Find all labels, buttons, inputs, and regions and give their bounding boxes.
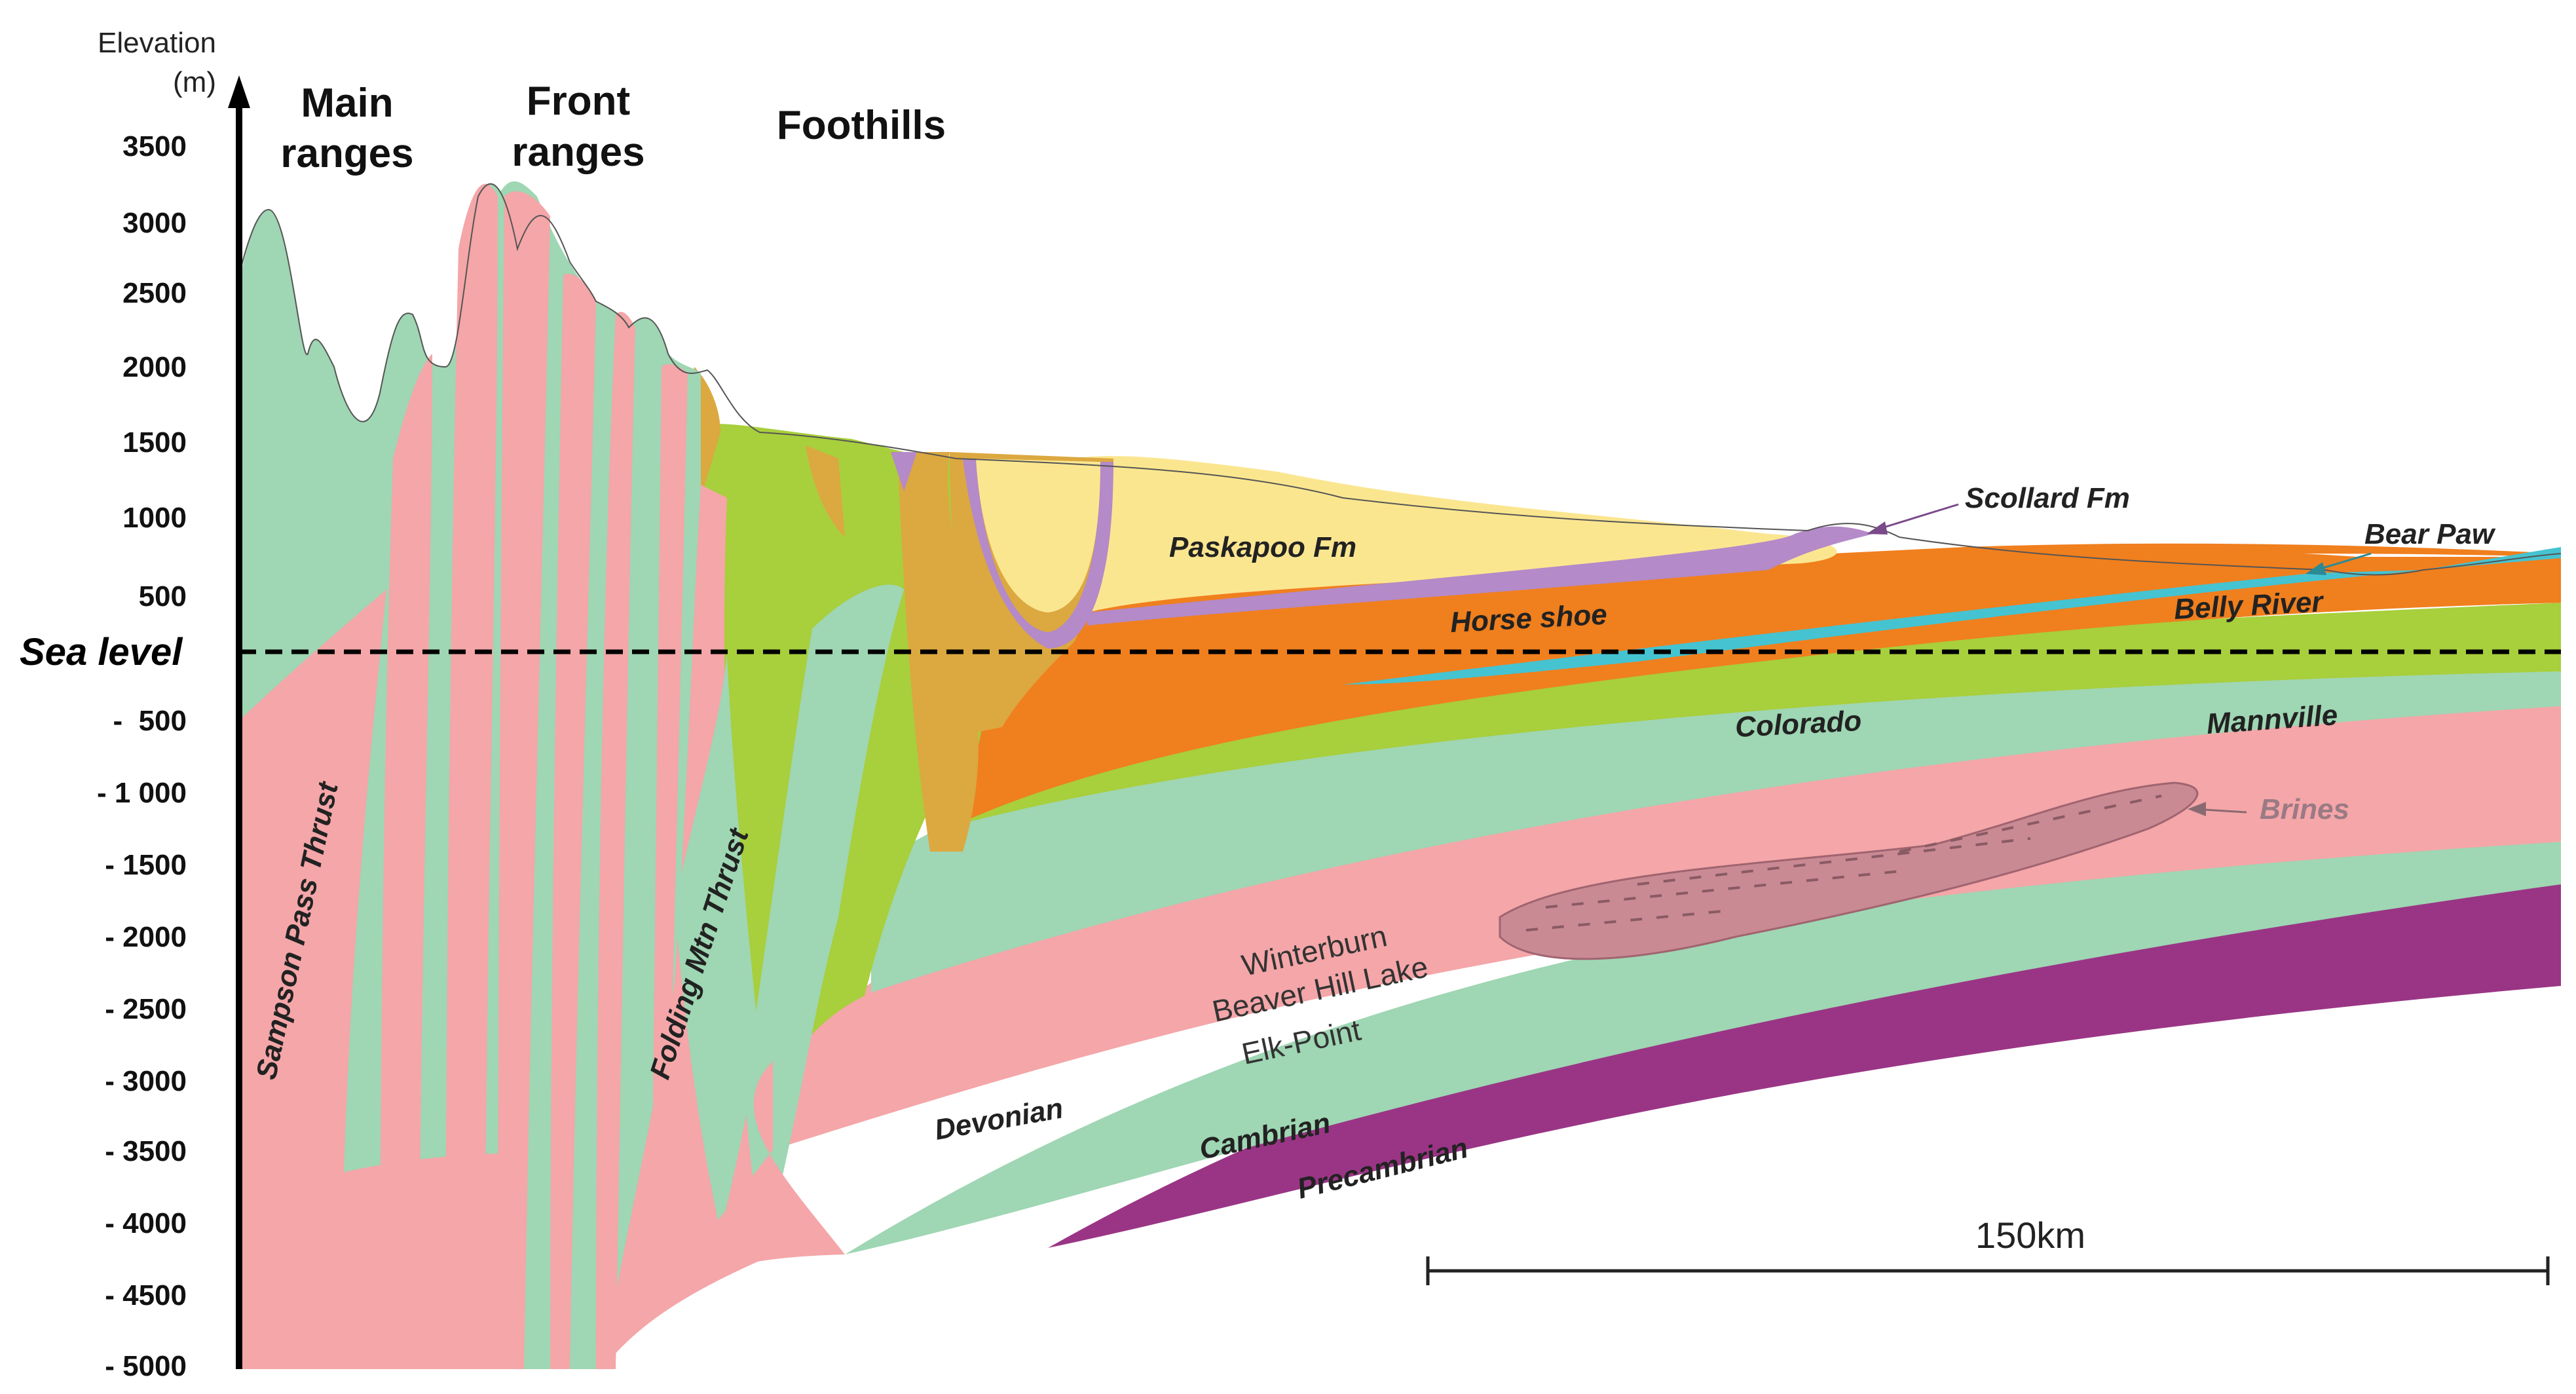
main-range-pink-2 (380, 354, 432, 1369)
plains-strata (773, 456, 2561, 1254)
foothills-syncline-yellow (976, 459, 1100, 612)
western-deep-pink (239, 1153, 524, 1369)
mannville-layer (871, 671, 2561, 992)
topographic-surface (238, 183, 2562, 576)
scale-bar-label: 150km (1975, 1215, 2085, 1256)
front-ranges-label-line2: ranges (512, 130, 644, 175)
region-labels: Main ranges Front ranges Foothills (280, 79, 946, 176)
bear-paw-leader-arrow (2305, 562, 2326, 575)
front-range-block (498, 181, 701, 1369)
paskapoo-label: Paskapoo Fm (1169, 531, 1356, 563)
tick-label: 1500 (122, 426, 187, 459)
axis-title: Elevation (98, 27, 216, 59)
main-ranges-label-line2: ranges (280, 131, 413, 176)
belly-river-label: Belly River (2173, 586, 2326, 626)
devonian-label: Devonian (932, 1092, 1066, 1146)
foothills-label: Foothills (777, 103, 946, 148)
brines-hatching (1525, 795, 2162, 932)
scollard-leader (1873, 503, 1959, 532)
scale-bar: 150km (1426, 1215, 2550, 1285)
tick-label: 500 (139, 580, 187, 612)
foothills-ochre-mid (806, 445, 845, 537)
tick-label: 1000 (122, 502, 187, 534)
foothills-lilac-small (891, 452, 917, 491)
main-range-pink-1 (239, 590, 386, 1369)
scollard-leader-arrow (1867, 521, 1888, 535)
elevation-axis-arrow (228, 75, 250, 108)
colorado-label: Colorado (1734, 705, 1862, 744)
tick-label: - 2000 (105, 921, 187, 953)
ticks-above-sea-level: 3500 3000 2500 2000 1500 1000 500 (122, 130, 187, 612)
tick-label: - 2500 (105, 993, 187, 1025)
colorado-layer (943, 603, 2561, 829)
tick-label: - 3500 (105, 1135, 187, 1167)
tick-label: - 1 000 (97, 777, 187, 809)
tick-label: - 1500 (105, 849, 187, 881)
brines-leader-arrow (2188, 802, 2206, 816)
scollard-layer (1087, 526, 1873, 626)
ranges-to-basin-pink (603, 1061, 845, 1369)
front-range-pink-2 (550, 274, 596, 1370)
ticks-below-sea-level: - 500 - 1 000 - 1500 - 2000 - 2500 - 300… (97, 705, 187, 1382)
foothills-ochre-block (897, 452, 979, 852)
tick-label: 2000 (122, 351, 187, 383)
ranges-thrust-sheets (239, 181, 845, 1370)
scollard-label: Scollard Fm (1965, 482, 2130, 514)
front-ranges-label-line1: Front (527, 79, 630, 124)
tick-label: - 500 (113, 705, 187, 737)
bearpaw-layer (1343, 547, 2561, 685)
folding-thrust-green (675, 655, 760, 1232)
tick-label: 3500 (122, 130, 187, 162)
brines-body (1499, 782, 2199, 960)
tick-label: - 4500 (105, 1279, 187, 1311)
paskapoo-layer (1074, 456, 1837, 612)
brines-label: Brines (2260, 793, 2349, 825)
tick-label: - 3000 (105, 1065, 187, 1097)
sea-level-label: Sea level (20, 631, 183, 673)
axis-unit: (m) (173, 66, 216, 98)
tick-label: - 4000 (105, 1207, 187, 1239)
bear-paw-label: Bear Paw (2364, 518, 2496, 550)
front-range-pink-1 (498, 191, 550, 1370)
tick-label: 3000 (122, 207, 187, 239)
main-ranges-label-line1: Main (301, 81, 393, 126)
front-range-pink-3 (596, 312, 635, 1370)
precambrian-layer (1048, 884, 2561, 1248)
cambrian-layer (845, 842, 2561, 1254)
main-range-pink-3 (445, 183, 498, 1370)
front-range-pink-4 (652, 364, 688, 1218)
tick-label: 2500 (122, 277, 187, 309)
tick-label: - 5000 (105, 1350, 187, 1382)
